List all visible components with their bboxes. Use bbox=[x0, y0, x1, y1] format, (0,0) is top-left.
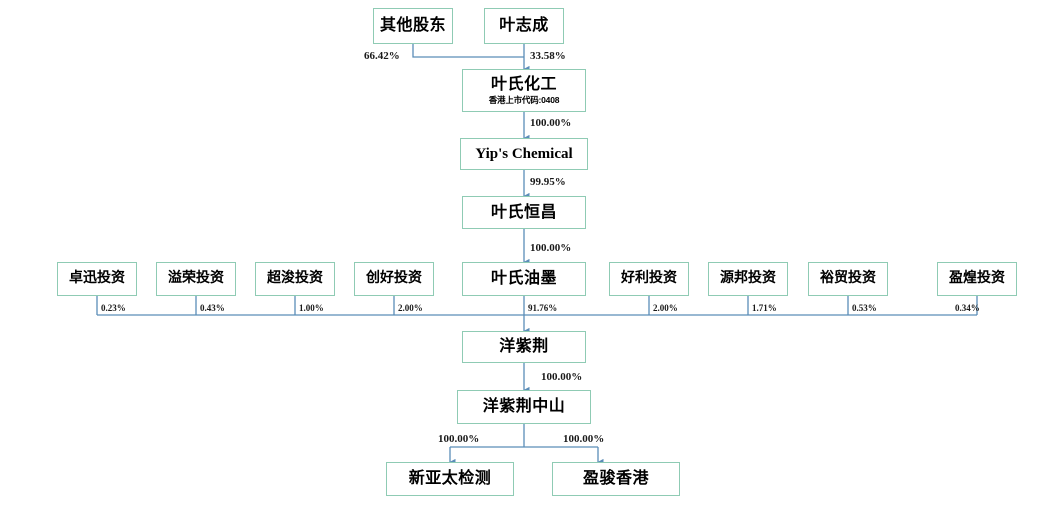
edge-label-1-71: 1.71% bbox=[752, 303, 777, 313]
node-label: 好利投资 bbox=[621, 271, 677, 287]
node-chaojun-investment[interactable]: 超浚投资 bbox=[255, 262, 335, 296]
node-label: Yip's Chemical bbox=[475, 145, 573, 162]
edge-other-shareholders bbox=[412, 44, 524, 58]
node-yinghuang-investment[interactable]: 盈煌投资 bbox=[937, 262, 1017, 296]
node-yeshi-hengchang[interactable]: 叶氏恒昌 bbox=[462, 196, 586, 229]
node-haoli-investment[interactable]: 好利投资 bbox=[609, 262, 689, 296]
node-label: 叶氏恒昌 bbox=[490, 203, 557, 221]
node-label: 盈煌投资 bbox=[949, 271, 1005, 287]
node-other-shareholders[interactable]: 其他股东 bbox=[373, 8, 453, 44]
node-label: 其他股东 bbox=[379, 17, 446, 35]
edge-label-0-53: 0.53% bbox=[852, 303, 877, 313]
edge-label-2-00-a: 2.00% bbox=[398, 303, 423, 313]
edge-label-0-23: 0.23% bbox=[101, 303, 126, 313]
node-sublabel-listing-code: 香港上市代码:0408 bbox=[488, 94, 560, 105]
edge-label-1-00: 1.00% bbox=[299, 303, 324, 313]
node-label: 洋紫荆中山 bbox=[482, 398, 566, 416]
edge-label-100-e: 100.00% bbox=[563, 433, 605, 445]
node-xinyatai-inspection[interactable]: 新亚太检测 bbox=[386, 462, 514, 496]
node-yips-chemical-cn[interactable]: 叶氏化工 香港上市代码:0408 bbox=[462, 69, 586, 112]
edge-label-100-b: 100.00% bbox=[530, 242, 572, 254]
edge-label-100-d: 100.00% bbox=[438, 433, 480, 445]
edge-label-91-76: 91.76% bbox=[528, 303, 558, 313]
edge-label-99-95: 99.95% bbox=[530, 176, 566, 188]
node-label: 裕贸投资 bbox=[820, 271, 876, 287]
edge-label-0-43: 0.43% bbox=[200, 303, 225, 313]
edge-label-2-00-b: 2.00% bbox=[653, 303, 678, 313]
node-label: 叶氏化工 bbox=[490, 76, 557, 94]
node-label: 洋紫荆 bbox=[499, 338, 549, 356]
node-ye-zhicheng[interactable]: 叶志成 bbox=[484, 8, 564, 44]
node-yips-chemical-en[interactable]: Yip's Chemical bbox=[460, 138, 588, 170]
node-chuanghao-investment[interactable]: 创好投资 bbox=[354, 262, 434, 296]
node-label: 新亚太检测 bbox=[408, 470, 492, 488]
edge-label-0-34: 0.34% bbox=[955, 303, 980, 313]
node-yumao-investment[interactable]: 裕贸投资 bbox=[808, 262, 888, 296]
node-label: 创好投资 bbox=[366, 271, 422, 287]
node-label: 盈骏香港 bbox=[582, 470, 649, 488]
node-yeshi-youmo[interactable]: 叶氏油墨 bbox=[462, 262, 586, 296]
edge-label-100-c: 100.00% bbox=[541, 371, 583, 383]
node-label: 源邦投资 bbox=[720, 271, 776, 287]
node-label: 卓迅投资 bbox=[69, 271, 125, 287]
node-yirong-investment[interactable]: 溢荣投资 bbox=[156, 262, 236, 296]
edge-label-66-42: 66.42% bbox=[364, 50, 400, 62]
node-yuanbang-investment[interactable]: 源邦投资 bbox=[708, 262, 788, 296]
node-label: 叶氏油墨 bbox=[490, 270, 557, 288]
node-label: 超浚投资 bbox=[267, 271, 323, 287]
node-zhuoxun-investment[interactable]: 卓迅投资 bbox=[57, 262, 137, 296]
node-yangzijing-zhongshan[interactable]: 洋紫荆中山 bbox=[457, 390, 591, 424]
node-yangzijing[interactable]: 洋紫荆 bbox=[462, 331, 586, 363]
node-label: 溢荣投资 bbox=[168, 271, 224, 287]
edge-label-100-a: 100.00% bbox=[530, 117, 572, 129]
edge-label-33-58: 33.58% bbox=[530, 50, 566, 62]
node-yingjun-hongkong[interactable]: 盈骏香港 bbox=[552, 462, 680, 496]
node-label: 叶志成 bbox=[499, 17, 549, 35]
